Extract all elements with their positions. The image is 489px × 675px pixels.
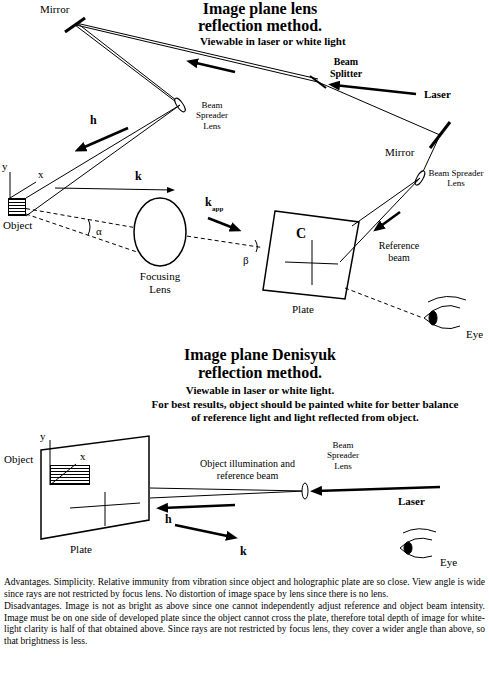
beam-arrow	[192, 62, 235, 72]
holographic-plate-shape	[41, 436, 149, 539]
vector-symbol: h	[165, 513, 172, 527]
holographic-plate: CPlate	[262, 210, 360, 300]
part-label: Object illumination and reference beam	[195, 458, 300, 481]
subtitle-note: For best results, object should be paint…	[150, 398, 460, 423]
eye-symbol	[429, 311, 437, 325]
angle-arc	[255, 240, 257, 252]
holographic-plate-outline	[40, 435, 150, 540]
beam-ray	[75, 25, 180, 105]
part-label: Eye	[440, 556, 457, 569]
eye-symbol	[404, 542, 412, 554]
note-paragraph: Advantages. Simplicity. Relative immunit…	[4, 577, 485, 600]
component-label: Plate	[70, 543, 92, 556]
laser-arrow	[316, 487, 440, 491]
vector-subscript: app	[212, 205, 223, 213]
part-label: Beam Spreader Lens	[188, 100, 236, 131]
image-cross	[70, 503, 140, 508]
beam-ray	[150, 491, 305, 498]
beam-ray	[77, 23, 181, 104]
section-title: Image plane Denisyuk reflection method.	[150, 346, 370, 382]
holographic-plate: PlateObject	[40, 435, 150, 540]
plate-letter: C	[296, 226, 306, 242]
beam-ray	[318, 82, 440, 135]
illumination-ray	[26, 105, 180, 198]
image-cross	[312, 240, 313, 285]
beam-arrow	[175, 525, 232, 537]
image-cross	[285, 262, 338, 264]
angle-symbol: α	[96, 225, 102, 238]
vector-symbol: h	[90, 114, 97, 128]
ray-connector	[187, 236, 262, 247]
vector-symbol: k	[205, 196, 212, 210]
part-label: Mirror	[40, 3, 69, 16]
illumination-ray	[26, 105, 180, 216]
axis-line	[10, 172, 11, 198]
vector-symbol: k	[135, 170, 142, 184]
angle-arc	[88, 219, 90, 235]
beam-ray	[150, 488, 305, 491]
note-paragraph: Disadvantages. Image is not as bright as…	[4, 601, 485, 647]
laser-arrow	[334, 85, 416, 94]
axis-label: x	[80, 450, 86, 463]
axis-line	[10, 182, 36, 198]
part-label: Beam Spreader Lens	[428, 168, 484, 189]
reference-ray	[352, 178, 420, 226]
focusing-lens: Focusing Lens	[133, 197, 187, 267]
angle-symbol: β	[243, 254, 249, 267]
vector-symbol: k	[240, 545, 247, 559]
object-block: Object	[50, 465, 90, 485]
focusing-lens-shape	[134, 198, 186, 266]
axis-label: x	[38, 168, 44, 181]
wave-vector-arrow	[208, 218, 236, 229]
component-label: Focusing Lens	[130, 270, 190, 295]
wave-vector-arrow	[55, 188, 172, 190]
object-ray	[26, 214, 137, 252]
component-label: Object	[4, 453, 33, 466]
part-label: Laser	[398, 495, 425, 508]
subtitle: Viewable in laser or white light	[200, 35, 346, 48]
eye-symbol	[403, 529, 436, 533]
spreader-lens	[302, 483, 308, 499]
image-cross	[105, 492, 106, 526]
beam-arrow	[378, 212, 400, 228]
holographic-plate-outline	[262, 210, 360, 300]
beam-arrow	[80, 128, 128, 149]
part-label: Laser	[424, 88, 451, 101]
eye-symbol	[428, 296, 466, 302]
ray-connector	[26, 209, 133, 228]
viewing-ray	[345, 288, 423, 318]
focusing-lens-outline	[133, 197, 187, 267]
holographic-plate-shape	[263, 211, 359, 299]
subtitle: Viewable in laser or white light.	[110, 384, 410, 397]
beam-arrow	[162, 505, 235, 508]
part-label: Mirror	[385, 146, 414, 159]
part-label: Reference beam	[368, 240, 430, 263]
diagram-title: Image plane lens reflection method.	[185, 0, 335, 34]
part-label: Eye	[466, 328, 483, 341]
part-label: Beam Spreader Lens	[318, 440, 368, 471]
part-label: Beam Splitter	[322, 56, 370, 79]
component-label: Object	[3, 219, 32, 232]
object-block: Object	[8, 198, 26, 216]
component-label: Plate	[292, 303, 314, 316]
axis-label: y	[2, 160, 8, 173]
axis-label: y	[40, 430, 46, 443]
